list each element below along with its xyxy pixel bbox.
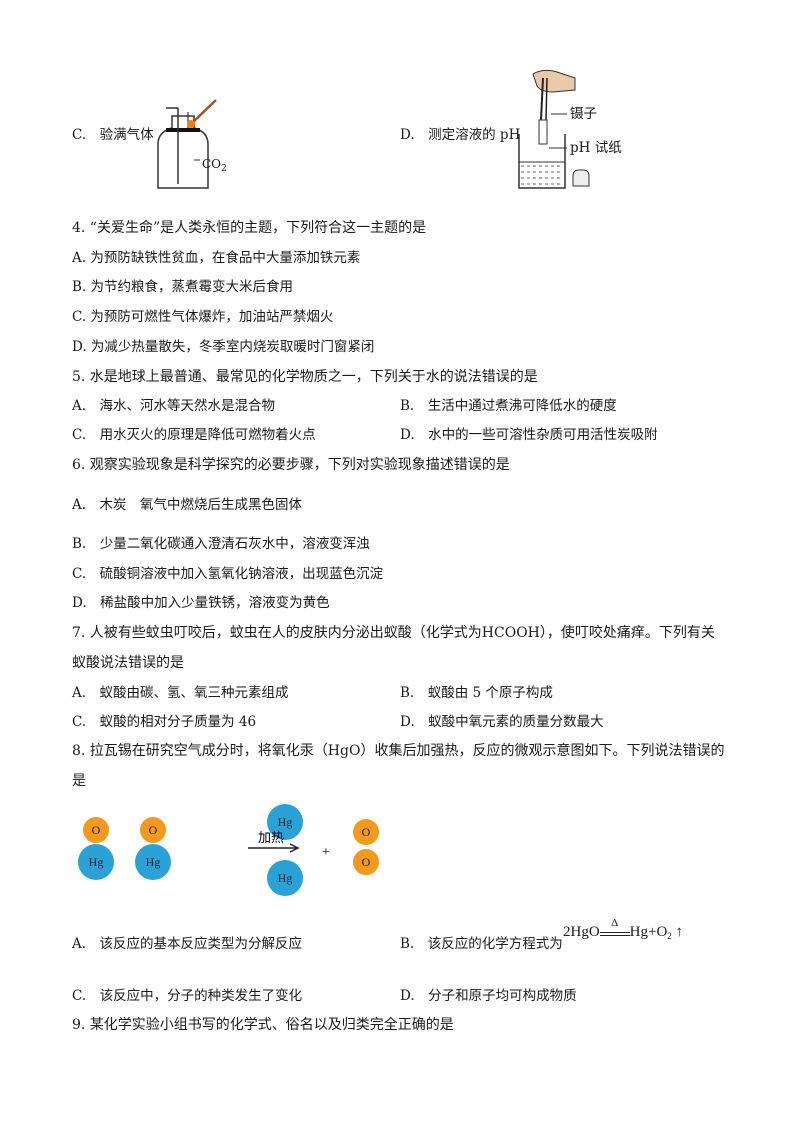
q8-option-c: C. 该反应中，分子的种类发生了变化 [72,988,303,1004]
mercury-atom [135,844,171,880]
heat-label: 加热 [258,831,284,846]
q7-option-b: B. 蚁酸由 5 个原子构成 [400,685,553,701]
ph-test-figure [518,69,590,189]
oxygen-atom [353,849,379,875]
q4-option-b: B. 为节约粮食，蒸煮霉变大米后食用 [72,279,294,295]
tweezers-label: 镊子 [570,106,597,122]
q3-option-d: D. 测定溶液的 pH [400,127,521,143]
q6-stem: 6. 观察实验现象是科学探究的必要步骤，下列对实验现象描述错误的是 [72,457,510,473]
q5-option-d: D. 水中的一些可溶性杂质可用活性炭吸附 [400,427,658,443]
co2-label: CO2 [202,157,227,174]
hand-icon [532,69,576,93]
q7-option-a: A. 蚁酸由碳、氢、氧三种元素组成 [72,685,289,701]
q5-option-c: C. 用水灭火的原理是降低可燃物着火点 [72,427,316,443]
oxygen-atom [140,817,166,843]
q7-option-d: D. 蚁酸中氧元素的质量分数最大 [400,714,604,730]
q8-option-b: B. 该反应的化学方程式为 [400,936,563,952]
q4-option-c: C. 为预防可燃性气体爆炸，加油站严禁烟火 [72,309,334,325]
q8-stem-line2: 是 [72,773,86,789]
oxygen-atom-label: O [92,823,101,837]
q9-stem: 9. 某化学实验小组书写的化学式、俗名以及归类完全正确的是 [72,1017,454,1033]
q8-option-a: A. 该反应的基本反应类型为分解反应 [72,936,303,952]
ph-paper-strip [538,119,548,145]
mercury-atom [267,860,303,896]
q8-stem-line1: 8. 拉瓦锡在研究空气成分时，将氧化汞（HgO）收集后加强热，反应的微观示意图如… [72,743,725,759]
mercury-atom-label: Hg [146,855,161,869]
mercury-atom [267,804,303,840]
q4-option-a: A. 为预防缺铁性贫血，在食品中大量添加铁元素 [72,250,361,266]
oxygen-atom-label: O [149,823,158,837]
q3-option-c: C. 验满气体 [72,127,154,143]
mercury-atom-label: Hg [278,815,293,829]
q6-option-c: C. 硫酸铜溶液中加入氢氧化钠溶液，出现蓝色沉淀 [72,566,384,582]
q8-option-d: D. 分子和原子均可构成物质 [400,988,577,1004]
mercury-atom [78,844,114,880]
q6-option-d: D. 稀盐酸中加入少量铁锈，溶液变为黄色 [72,595,330,611]
q7-stem-line1: 7. 人被有些蚊虫叮咬后，蚊虫在人的皮肤内分泌出蚁酸（化学式为HCOOH），使叮… [72,625,715,641]
q4-option-d: D. 为减少热量散失，冬季室内烧炭取暖时门窗紧闭 [72,339,375,355]
q4-stem: 4. “关爱生命”是人类永恒的主题，下列符合这一主题的是 [72,220,427,236]
oxygen-atom-label: O [362,855,371,869]
beaker-icon [518,134,566,189]
mercury-atom-label: Hg [278,871,293,885]
q6-option-b: B. 少量二氧化碳通入澄清石灰水中，溶液变浑浊 [72,536,370,552]
ph-paper-label: pH 试纸 [570,140,622,156]
q5-option-a: A. 海水、河水等天然水是混合物 [72,398,276,414]
oxygen-atom [353,819,379,845]
flame-icon [187,120,195,128]
q6-option-a: A. 木炭 氧气中燃烧后生成黑色固体 [72,497,303,513]
mercury-atom-label: Hg [89,855,104,869]
q5-stem: 5. 水是地球上最普通、最常见的化学物质之一，下列关于水的说法错误的是 [72,369,538,385]
wooden-splint-icon [190,99,217,125]
q5-option-b: B. 生活中通过煮沸可降低水的硬度 [400,398,617,414]
oxygen-atom-label: O [362,825,371,839]
plus-sign: + [322,845,330,860]
dropper-bottle-icon [572,169,590,187]
co2-collection-figure [157,99,217,189]
q7-stem-line2: 蚁酸说法错误的是 [72,655,184,671]
oxygen-atom [83,817,109,843]
q7-option-c: C. 蚁酸的相对分子质量为 46 [72,714,257,730]
